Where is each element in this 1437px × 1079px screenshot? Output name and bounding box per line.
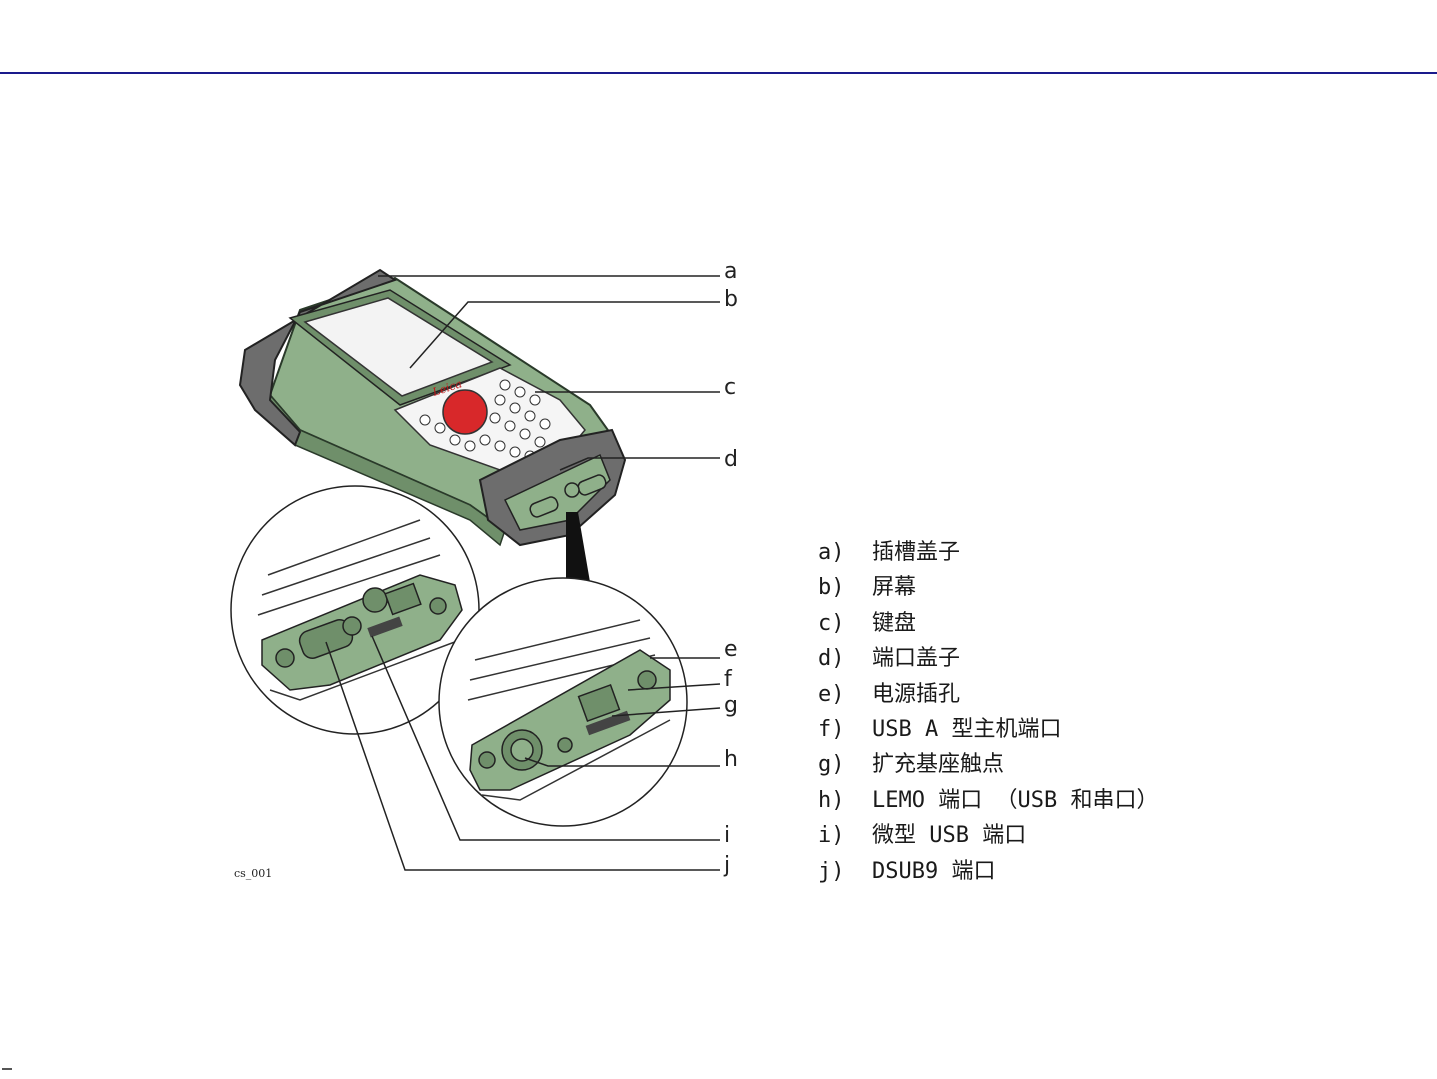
legend-item: e)电源插孔 (818, 677, 1158, 712)
callout-g: g (724, 693, 738, 718)
legend-item: c)键盘 (818, 606, 1158, 641)
power-jack (638, 671, 656, 689)
callout-j: j (723, 853, 730, 878)
legend-key: j) (818, 854, 872, 889)
legend-item: h)LEMO 端口 （USB 和串口） (818, 783, 1158, 818)
legend-item: a)插槽盖子 (818, 535, 1158, 570)
legend-text: 电源插孔 (872, 682, 960, 707)
legend-key: i) (818, 818, 872, 853)
legend-item: b)屏幕 (818, 570, 1158, 605)
footer-mark (2, 1068, 12, 1070)
legend-key: g) (818, 747, 872, 782)
callout-i: i (724, 823, 730, 848)
legend-key: e) (818, 677, 872, 712)
legend-item: f)USB A 型主机端口 (818, 712, 1158, 747)
legend-key: a) (818, 535, 872, 570)
legend-text: LEMO 端口 （USB 和串口） (872, 788, 1158, 813)
callout-a: a (724, 259, 737, 284)
legend-text: 端口盖子 (872, 646, 960, 671)
legend-item: g)扩充基座触点 (818, 747, 1158, 782)
callout-d: d (724, 447, 738, 472)
legend-text: 键盘 (872, 611, 916, 636)
callout-c: c (724, 375, 736, 400)
callout-b: b (724, 287, 738, 312)
legend-text: DSUB9 端口 (872, 859, 995, 884)
legend-item: j)DSUB9 端口 (818, 854, 1158, 889)
figure-code: cs_001 (234, 867, 272, 880)
callout-h: h (724, 747, 738, 772)
legend-item: i)微型 USB 端口 (818, 818, 1158, 853)
legend-text: 屏幕 (872, 575, 916, 600)
callout-f: f (724, 667, 733, 692)
legend-text: 微型 USB 端口 (872, 823, 1026, 848)
zoom-detail-right (439, 578, 687, 826)
legend-text: 插槽盖子 (872, 540, 960, 565)
legend-key: b) (818, 570, 872, 605)
legend-key: d) (818, 641, 872, 676)
parts-legend: a)插槽盖子 b)屏幕 c)键盘 d)端口盖子 e)电源插孔 f)USB A 型… (818, 535, 1158, 889)
callout-e: e (724, 637, 738, 662)
callout-labels: a b c d e f g h i j (723, 259, 738, 878)
legend-key: h) (818, 783, 872, 818)
legend-text: USB A 型主机端口 (872, 717, 1061, 742)
legend-key: c) (818, 606, 872, 641)
keypad-nav-key (443, 390, 487, 434)
legend-text: 扩充基座触点 (872, 752, 1004, 777)
legend-item: d)端口盖子 (818, 641, 1158, 676)
legend-key: f) (818, 712, 872, 747)
